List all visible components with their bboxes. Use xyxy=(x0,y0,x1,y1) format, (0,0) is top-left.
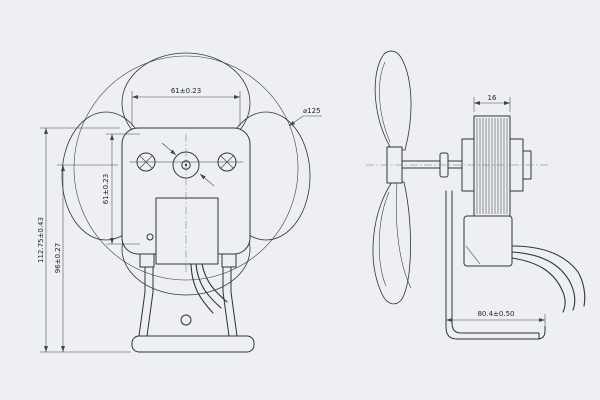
screw-right-cross xyxy=(220,155,234,169)
screw-right xyxy=(217,152,237,172)
dimension-overall-depth: 80.4±0.50 xyxy=(446,310,546,325)
mount-height-label: 61±0.23 xyxy=(102,174,110,204)
bracket-clip-right xyxy=(221,253,237,268)
screw-left-cross xyxy=(139,155,153,169)
screw-left xyxy=(136,152,156,172)
bracket-legs xyxy=(138,266,238,337)
side-dimensions: 16 80.4±0.50 xyxy=(446,94,546,325)
fan-blade-upper-curve xyxy=(379,61,391,143)
fan-blade-upper-profile xyxy=(374,50,412,151)
overall-height-extension-lines xyxy=(40,127,131,353)
overall-depth-label: 80.4±0.50 xyxy=(477,310,514,318)
dimension-overall-height: 112.75±0.43 xyxy=(37,127,131,353)
front-view xyxy=(61,52,311,353)
fan-diameter-leader xyxy=(288,115,322,127)
dimension-stack-width: 16 xyxy=(473,94,511,112)
fan-blade-lower-profile xyxy=(372,181,411,305)
bracket-clip-left xyxy=(139,253,155,268)
mount-width-label: 61±0.23 xyxy=(171,87,201,95)
overall-height-label: 112.75±0.43 xyxy=(37,217,45,263)
hub-pointer-arrow xyxy=(199,173,215,187)
fan-envelope-circle xyxy=(73,55,299,281)
coil-bobbin-side xyxy=(463,215,513,267)
lead-wires-side xyxy=(511,245,586,313)
motor-shaft xyxy=(401,160,463,169)
dimension-shaft-height: 96±0.27 xyxy=(54,164,118,352)
bracket-outer-profile xyxy=(445,190,546,340)
coil-bobbin-front xyxy=(155,197,219,265)
stack-width-label: 16 xyxy=(488,94,497,102)
screw-left-head xyxy=(136,152,156,172)
bobbin-corner-line xyxy=(465,245,481,265)
dimension-mount-height: 61±0.23 xyxy=(102,133,140,245)
fan-blade-lower-curve xyxy=(378,191,390,287)
front-dimensions: 61±0.23 ⌀125 61±0.23 112.75±0.43 96±0.27 xyxy=(37,87,322,353)
rivet-hole xyxy=(146,233,154,241)
hub-pointer-arrow-2 xyxy=(161,142,177,156)
dimension-mount-width: 61±0.23 xyxy=(131,87,241,126)
lamination-hatch xyxy=(476,118,508,214)
bracket-base xyxy=(131,335,255,353)
side-view xyxy=(366,50,586,340)
lead-wires-front xyxy=(190,263,228,314)
screw-right-head xyxy=(217,152,237,172)
shaft-height-label: 96±0.27 xyxy=(54,243,62,273)
dimension-fan-diameter: ⌀125 xyxy=(288,107,322,127)
bracket-inner-profile xyxy=(451,190,540,340)
base-mounting-hole xyxy=(180,314,192,326)
mount-width-extension-lines xyxy=(131,91,241,126)
fan-blade-lower-overlap xyxy=(395,181,412,289)
fan-diameter-label: ⌀125 xyxy=(303,107,321,115)
fan-blades-side xyxy=(372,50,412,305)
